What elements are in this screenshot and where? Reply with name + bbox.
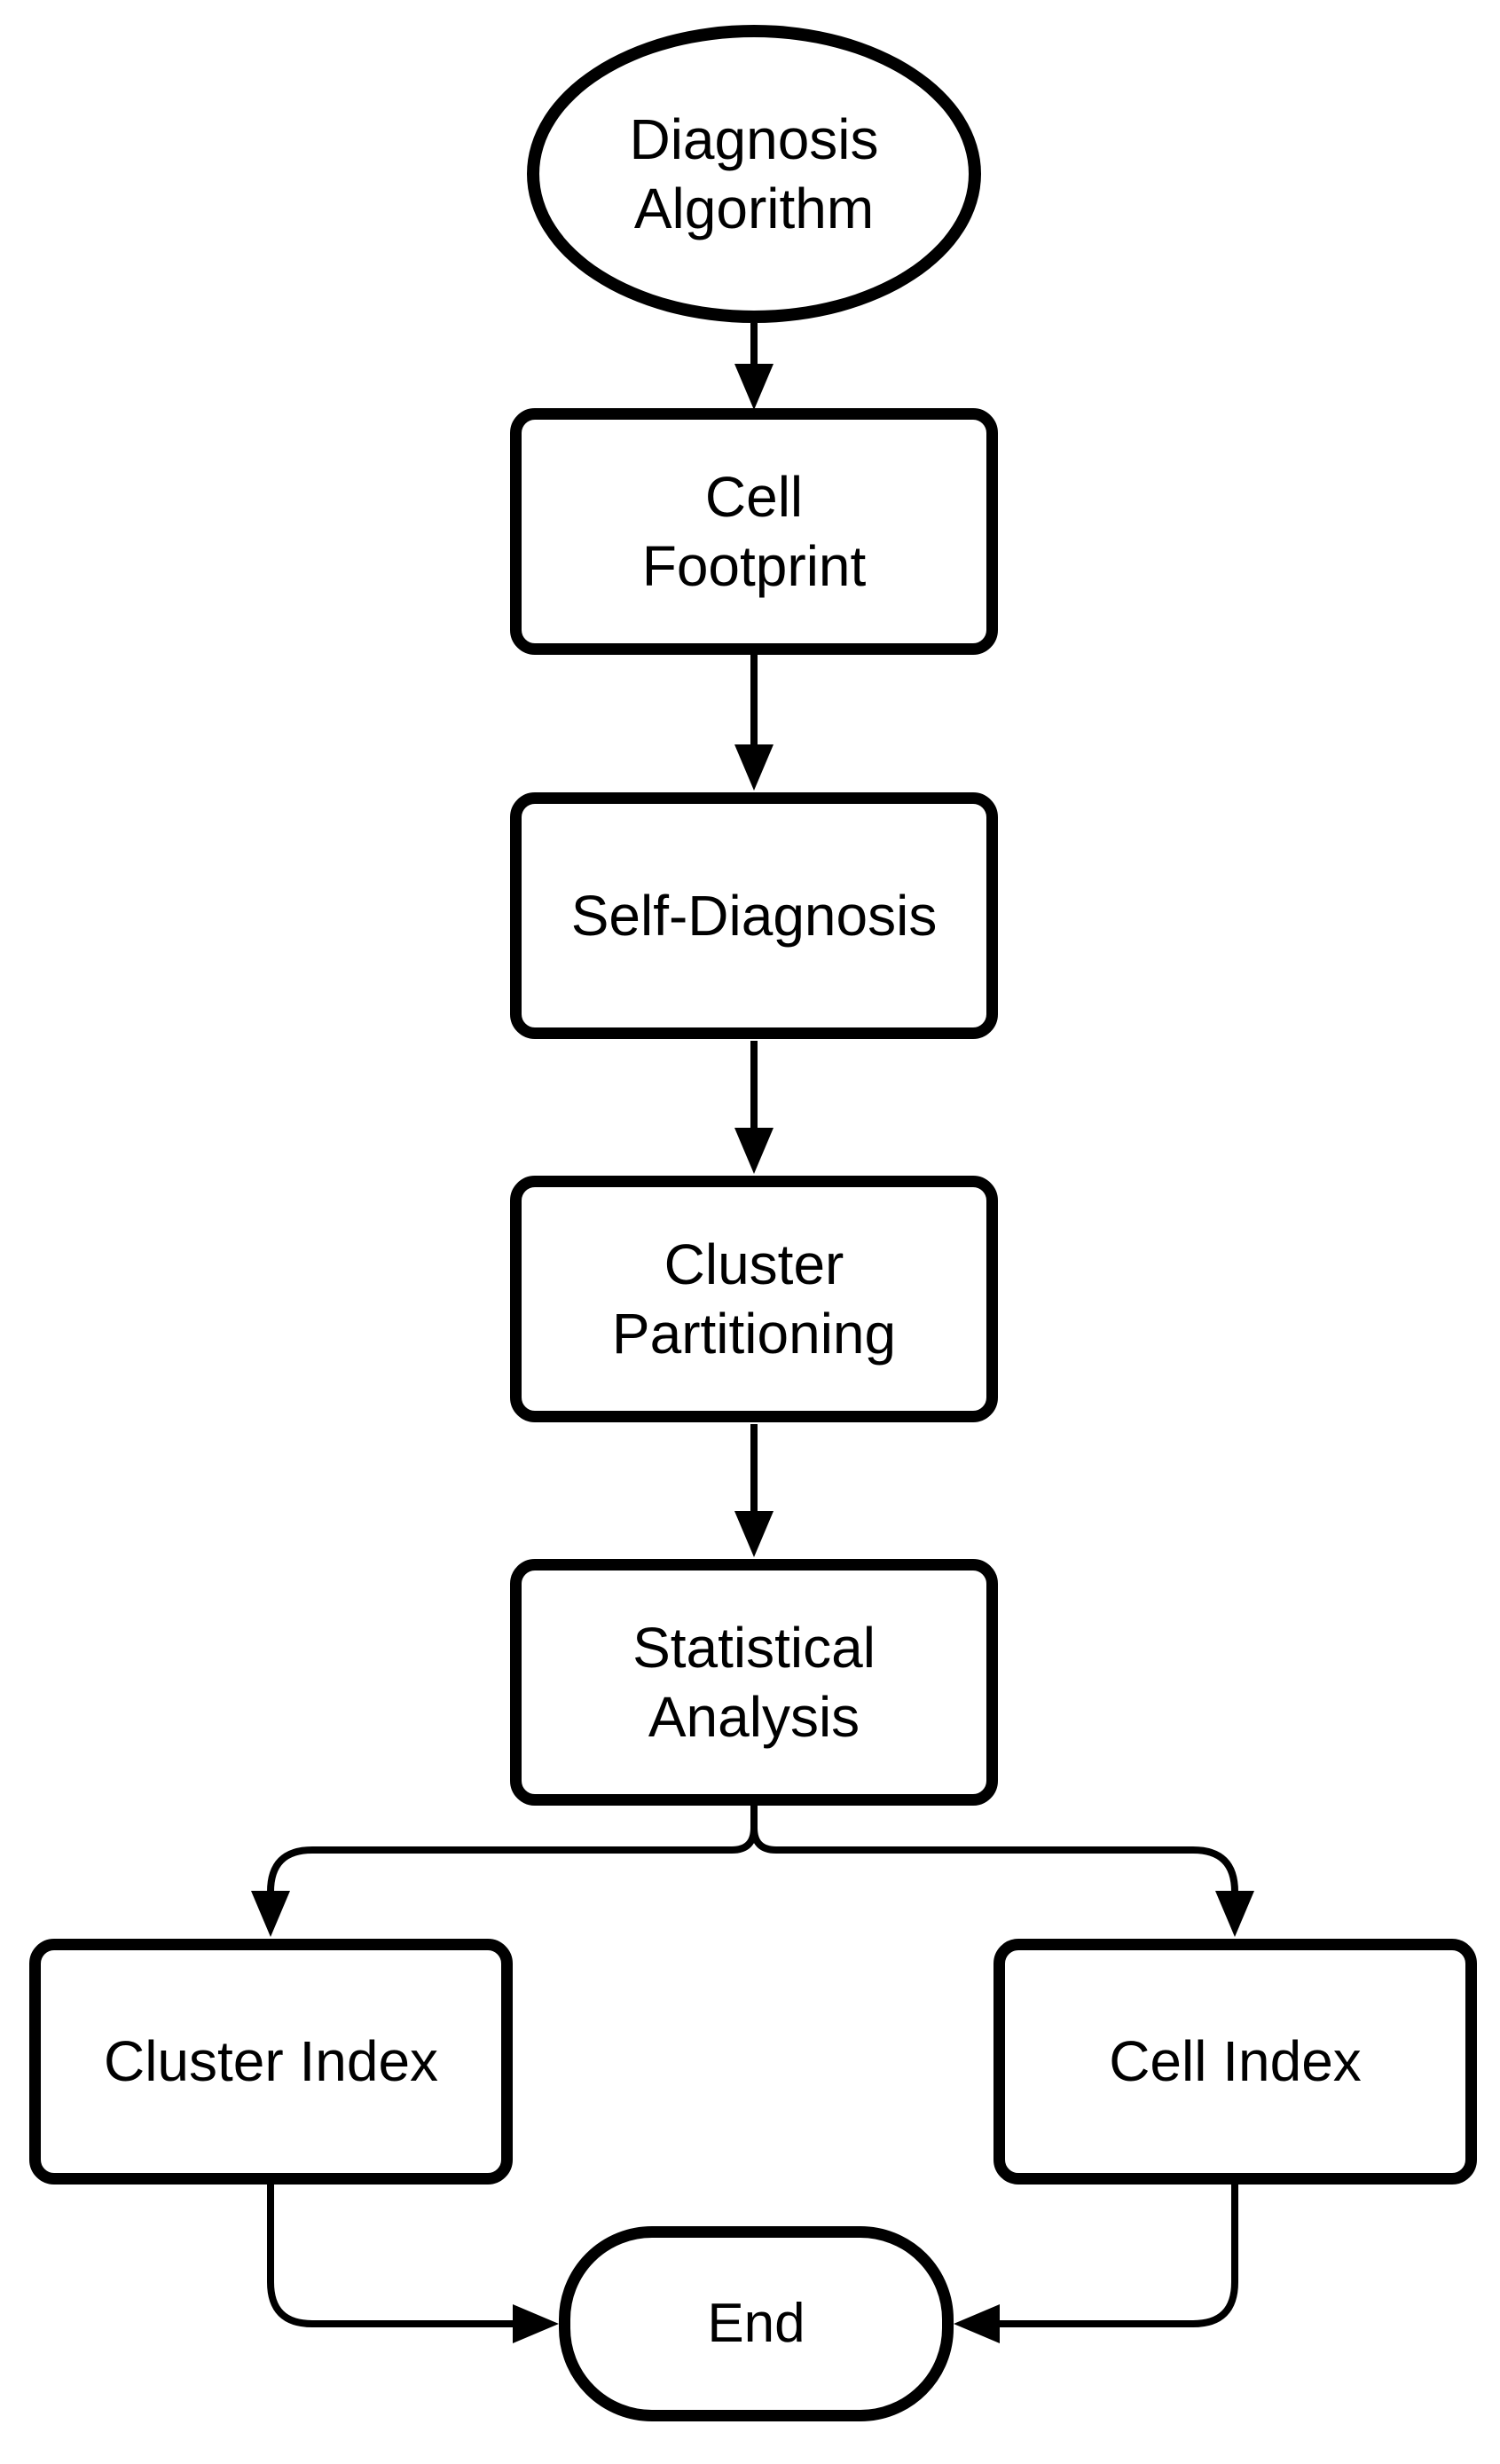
arrowhead-into-self-diagnosis <box>734 744 774 791</box>
node-cell-index: Cell Index <box>993 1939 1477 2185</box>
node-statistical-analysis: Statistical Analysis <box>510 1559 998 1806</box>
arrowhead-into-end-left <box>513 2304 559 2343</box>
node-cell-index-label: Cell Index <box>1109 2029 1362 2094</box>
node-cluster-index-label: Cluster Index <box>103 2029 439 2094</box>
arrowhead-into-statistical-analysis <box>734 1511 774 1557</box>
arrowhead-into-end-right <box>954 2304 1000 2343</box>
arrowhead-into-cluster-partitioning <box>734 1128 774 1174</box>
node-end-label: End <box>707 2293 805 2355</box>
node-cluster-index: Cluster Index <box>29 1939 513 2185</box>
node-self-diagnosis: Self-Diagnosis <box>510 792 998 1039</box>
node-diagnosis-algorithm: Diagnosis Algorithm <box>527 25 981 323</box>
node-cluster-partitioning: Cluster Partitioning <box>510 1176 998 1422</box>
edge-statistical-analysis-to-cluster-index <box>267 1804 758 1894</box>
arrowhead-into-cluster-index <box>251 1891 290 1937</box>
edge-cluster-index-to-end <box>267 2183 513 2327</box>
node-diagnosis-algorithm-label: Diagnosis Algorithm <box>629 106 879 240</box>
node-cell-footprint: Cell Footprint <box>510 408 998 655</box>
node-statistical-analysis-label: Statistical Analysis <box>632 1615 876 1749</box>
arrowhead-into-cell-index <box>1215 1891 1254 1937</box>
node-end: End <box>559 2226 954 2421</box>
node-self-diagnosis-label: Self-Diagnosis <box>570 883 938 948</box>
edge-statistical-analysis-to-cell-index <box>750 1804 1238 1894</box>
node-cluster-partitioning-label: Cluster Partitioning <box>611 1232 897 1366</box>
arrowhead-into-cell-footprint <box>734 364 774 410</box>
node-cell-footprint-label: Cell Footprint <box>641 464 867 598</box>
edge-cell-index-to-end <box>1000 2183 1238 2327</box>
